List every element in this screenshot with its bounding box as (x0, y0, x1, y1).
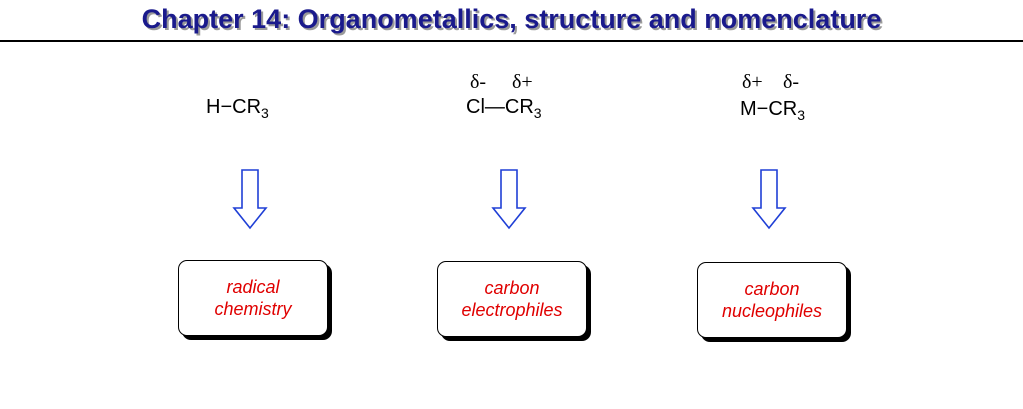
subscript: 3 (261, 105, 269, 121)
box-line: chemistry (214, 299, 292, 319)
page-title: Chapter 14: Organometallics, structure a… (141, 4, 882, 34)
down-arrow-icon (232, 169, 268, 230)
box-line: radical (226, 277, 280, 297)
subscript: 3 (533, 105, 542, 121)
right-group: CR (232, 96, 262, 118)
box-line: carbon (744, 279, 800, 299)
box-carbon-electrophiles: carbon electrophiles (437, 261, 587, 337)
down-arrow-icon (491, 169, 527, 230)
box-radical-chemistry: radical chemistry (178, 260, 328, 336)
title-divider (0, 40, 1023, 42)
down-arrow-icon (751, 169, 787, 230)
partial-charge-left: δ- (470, 71, 487, 93)
box-carbon-nucleophiles: carbon nucleophiles (697, 262, 847, 338)
left-atom: H (206, 96, 221, 118)
right-group: CR (504, 96, 534, 118)
left-atom: Cl (466, 96, 485, 118)
formula-h-cr3: H−CR3 (206, 97, 269, 120)
bond: − (756, 98, 769, 120)
partial-charge-right: δ- (783, 71, 800, 93)
box-line: nucleophiles (721, 301, 823, 321)
box-line: carbon (484, 278, 540, 298)
partial-charge-right: δ+ (512, 71, 533, 93)
bond: − (220, 96, 233, 118)
left-atom: M (740, 98, 757, 120)
formula-m-cr3: M−CR3 (740, 99, 805, 122)
right-group: CR (768, 98, 798, 120)
box-line: electrophiles (461, 300, 563, 320)
bond: — (484, 96, 505, 118)
partial-charge-left: δ+ (742, 71, 763, 93)
subscript: 3 (797, 107, 806, 123)
formula-cl-cr3: Cl—CR3 (466, 97, 542, 120)
